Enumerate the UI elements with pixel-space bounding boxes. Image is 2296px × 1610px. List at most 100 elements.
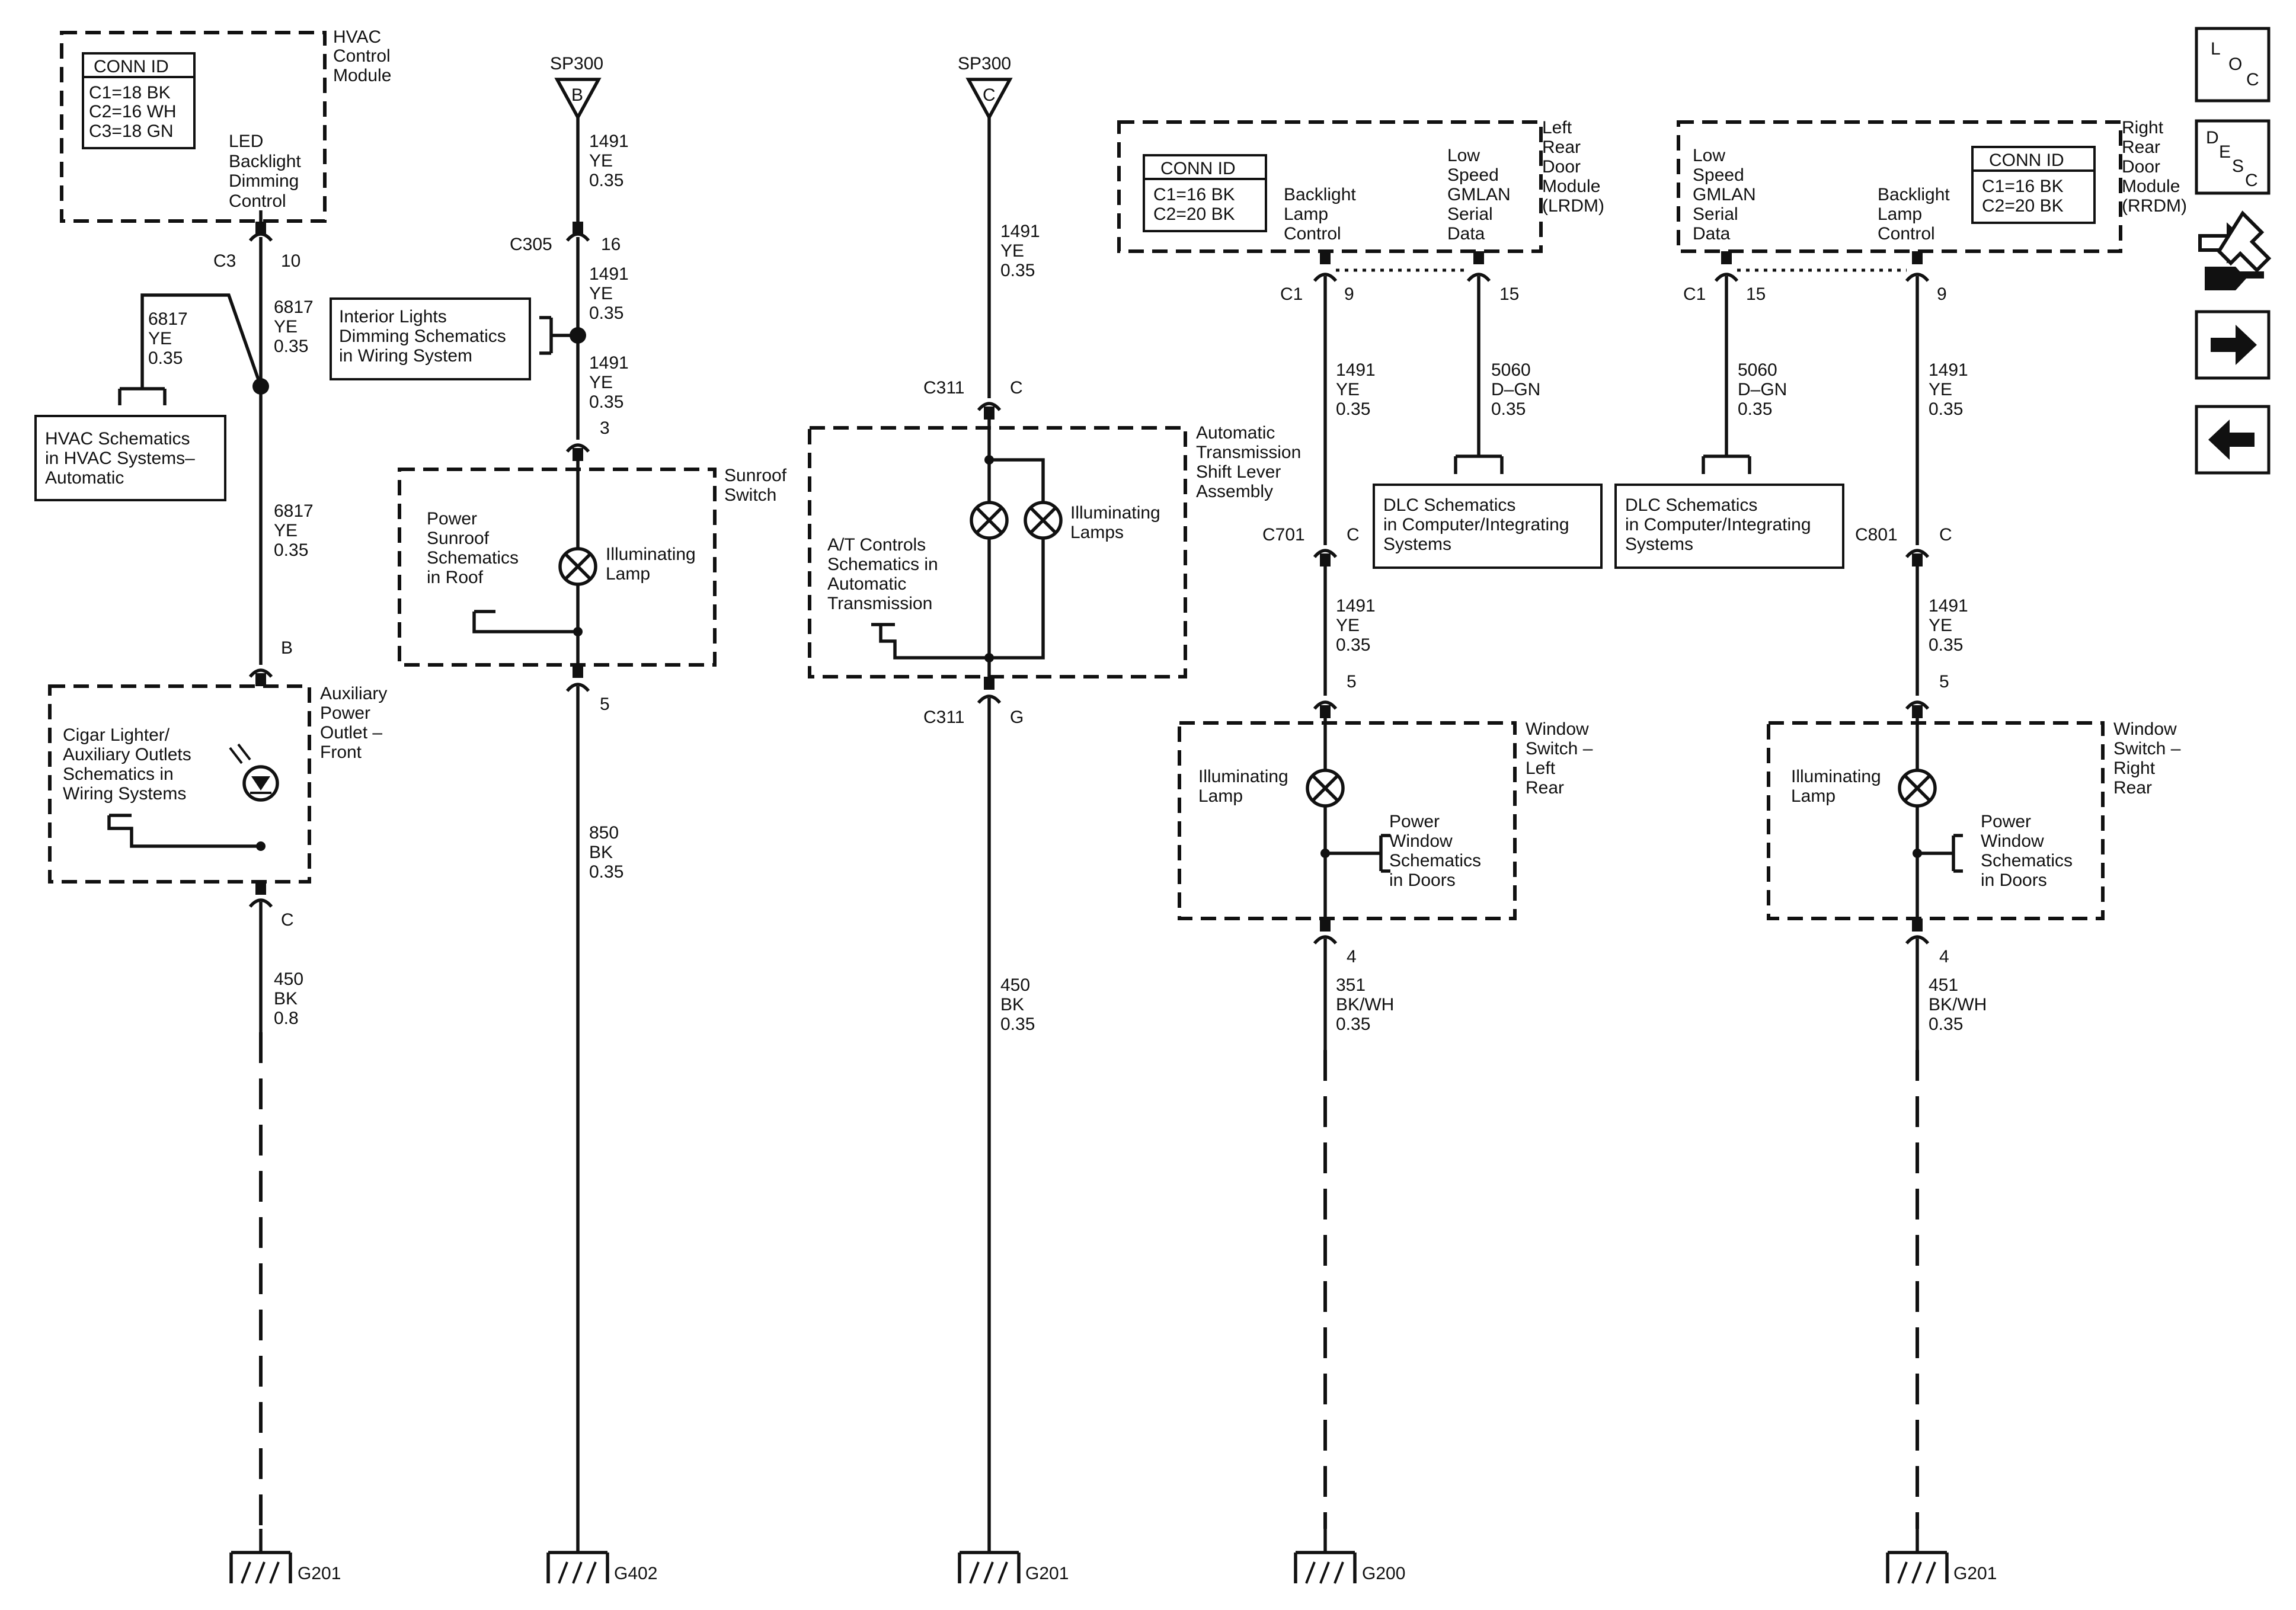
ref-text: Dimming Schematics [339, 327, 506, 346]
lrdm-name: Door [1542, 157, 1581, 177]
wire-label: 0.35 [274, 337, 308, 356]
connector-pin: 16 [601, 235, 621, 254]
ground-label: G402 [614, 1564, 657, 1583]
ref-text: HVAC Schematics [45, 429, 190, 449]
desc-letter: D [2206, 128, 2219, 148]
wire-label: 0.35 [1000, 261, 1035, 280]
wsl-name: Left [1526, 758, 1556, 778]
conn-line: C1=16 BK [1982, 177, 2064, 196]
wire-label: YE [589, 284, 613, 303]
connector-pinout-icon[interactable] [2198, 210, 2272, 290]
arrow-left-icon [2208, 420, 2255, 460]
connector-pin: 5 [1347, 672, 1357, 692]
shift-lever-assembly: Automatic Transmission Shift Lever Assem… [808, 420, 1301, 678]
wire-label: YE [1336, 616, 1360, 635]
aux-name: Front [320, 742, 362, 762]
hvac-func-4: Control [229, 191, 286, 211]
right-rear-door-module: Right Rear Door Module (RRDM) CONN ID C1… [1677, 118, 2187, 253]
func-label: Lamp [1284, 204, 1328, 224]
connector-label: C1 [1280, 284, 1303, 304]
prev-page-button[interactable] [2195, 405, 2271, 475]
wire-label: 0.35 [1336, 635, 1370, 655]
sunroof-ref: Sunroof [427, 529, 490, 548]
wsr-name: Right [2113, 758, 2156, 778]
interior-lights-ref[interactable] [330, 297, 531, 380]
aux-ref: Wiring Systems [63, 784, 186, 804]
aux-name: Power [320, 703, 370, 723]
wire-label: 0.35 [1929, 635, 1963, 655]
auxiliary-power-outlet: Auxiliary Power Outlet – Front Cigar Lig… [48, 684, 387, 884]
lamp-label: Illuminating [1791, 767, 1881, 786]
ref-text: DLC Schematics [1383, 495, 1515, 515]
wire-label: 850 [589, 823, 619, 843]
func-label: Low [1447, 146, 1480, 165]
wire-label: 0.35 [1929, 1014, 1963, 1034]
connector-pin: C [281, 910, 294, 930]
wsl-ref: in Doors [1389, 870, 1456, 890]
wire-label: BK/WH [1929, 995, 1987, 1014]
connector-label: C1 [1683, 284, 1706, 304]
wsl-name: Window [1526, 719, 1589, 739]
wire-label: 0.35 [1336, 399, 1370, 419]
wire-label: YE [589, 151, 613, 171]
shift-name: Transmission [1196, 443, 1301, 462]
lamp-label: Illuminating [1070, 503, 1160, 523]
hvac-schematics-ref[interactable] [34, 415, 226, 501]
connector-label: C311 [923, 378, 965, 398]
func-label: Low [1693, 146, 1725, 165]
func-label: Lamp [1878, 204, 1922, 224]
splice-label: SP300 [958, 54, 1011, 73]
hvac-conn-c1: C1=18 BK [89, 83, 171, 103]
wire-label: YE [1929, 616, 1952, 635]
func-label: Speed [1447, 165, 1499, 185]
ground-icon [548, 1529, 607, 1583]
ground-icon [231, 1529, 290, 1583]
wire-label: 451 [1929, 975, 1958, 995]
arrow-right-icon [2211, 325, 2257, 365]
wsl-ref: Window [1389, 831, 1453, 851]
func-label: Control [1878, 224, 1935, 244]
func-label: GMLAN [1447, 185, 1511, 204]
lamp-label: Lamp [606, 564, 650, 584]
hvac-control-module: HVAC Control Module CONN ID C1=18 BK C2=… [60, 27, 391, 224]
ground-icon [960, 1529, 1019, 1583]
loc-button[interactable]: L O C [2195, 27, 2271, 103]
func-label: Serial [1447, 204, 1493, 224]
connector-pin: 5 [1939, 672, 1949, 692]
ref-text: Interior Lights [339, 307, 447, 327]
conn-line: C2=20 BK [1982, 196, 2064, 216]
aux-ref: Auxiliary Outlets [63, 745, 191, 764]
wsl-name: Switch – [1526, 739, 1593, 758]
rrdm-name: Module [2122, 177, 2180, 196]
wire-label: BK/WH [1336, 995, 1394, 1014]
desc-letter: C [2245, 171, 2258, 190]
func-label: Speed [1693, 165, 1744, 185]
wire-label: 0.35 [1336, 1014, 1370, 1034]
hvac-func-2: Backlight [229, 152, 301, 171]
wsr-name: Switch – [2113, 739, 2181, 758]
wire-label: YE [274, 521, 298, 540]
connector-pin: C [1010, 378, 1023, 398]
wire-label: 1491 [589, 132, 629, 151]
connector-pin: 9 [1937, 284, 1947, 304]
wire-label: YE [1000, 241, 1024, 261]
loc-letter: O [2228, 55, 2242, 74]
lamp-label: Illuminating [1198, 767, 1288, 786]
connector-pin: 4 [1939, 947, 1949, 966]
connector-pin: 4 [1347, 947, 1357, 966]
desc-button[interactable]: D E S C [2195, 119, 2271, 195]
aux-ref: Cigar Lighter/ [63, 725, 170, 745]
hvac-func-3: Dimming [229, 171, 299, 191]
wire-label: 6817 [274, 297, 314, 317]
dlc-schematics-ref-left[interactable] [1373, 484, 1603, 569]
dlc-schematics-ref-right[interactable] [1614, 484, 1844, 569]
lamp-label: Lamp [1198, 786, 1243, 806]
wire-label: 1491 [589, 353, 629, 373]
loc-letter: C [2246, 70, 2259, 89]
ref-text: in Wiring System [339, 346, 472, 366]
wsr-ref: Window [1981, 831, 2044, 851]
next-page-button[interactable] [2195, 310, 2271, 380]
func-label: GMLAN [1693, 185, 1756, 204]
sunroof-ref: Power [427, 509, 477, 529]
shift-name: Shift Lever [1196, 462, 1281, 482]
